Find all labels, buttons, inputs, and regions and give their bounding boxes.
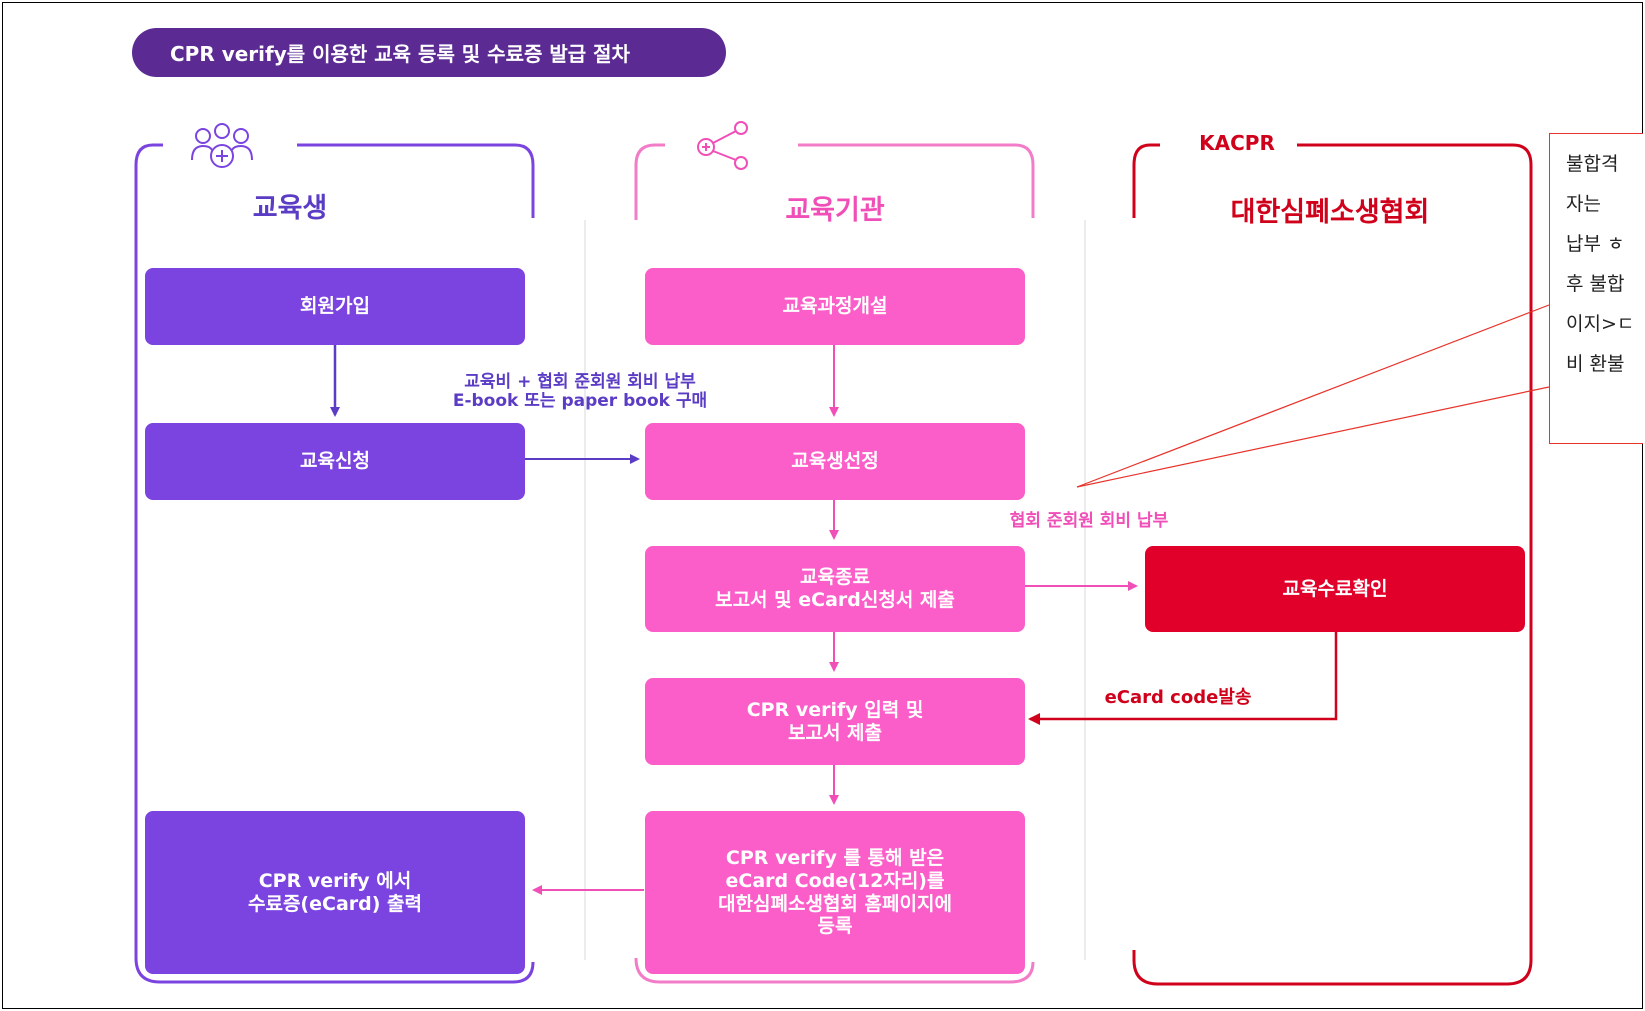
- callout-pointer: [1076, 304, 1550, 488]
- print-certificate-step: CPR verify 에서 수료증(eCard) 출력: [145, 811, 525, 974]
- open-course-step: 교육과정개설: [645, 268, 1025, 345]
- refund-callout-text: 불합격 자는 납부 ㅎ 후 불합 이지>ㄷ 비 환불: [1566, 153, 1635, 375]
- student-column-bracket: [134, 143, 535, 984]
- diagram-title: CPR verify를 이용한 교육 등록 및 수료증 발급 절차: [132, 28, 726, 77]
- association-column-bracket: [1132, 143, 1533, 986]
- report-step: 교육종료 보고서 및 eCard신청서 제출: [645, 546, 1025, 632]
- ecard-code-note: eCard code발송: [1104, 687, 1252, 708]
- refund-callout: 불합격 자는 납부 ㅎ 후 불합 이지>ㄷ 비 환불: [1549, 133, 1643, 444]
- student-column-title: 교육생: [252, 193, 328, 224]
- share-plus-icon: [697, 121, 748, 170]
- association-column-title: 대한심폐소생협회: [1230, 197, 1430, 228]
- apply-step: 교육신청: [145, 423, 525, 500]
- association-label: KACPR: [1199, 131, 1275, 155]
- user-group-plus-icon: [191, 123, 253, 168]
- register-code-step: CPR verify 를 통해 받은 eCard Code(12자리)를 대한심…: [645, 811, 1025, 974]
- fee-note: 교육비 + 협회 준회원 회비 납부 E-book 또는 paper book …: [452, 372, 708, 411]
- confirm-completion-step: 교육수료확인: [1145, 546, 1525, 632]
- institution-column-bracket: [634, 143, 1035, 984]
- member-fee-note: 협회 준회원 회비 납부: [1009, 511, 1169, 531]
- select-student-step: 교육생선정: [645, 423, 1025, 500]
- signup-step: 회원가입: [145, 268, 525, 345]
- verify-input-step: CPR verify 입력 및 보고서 제출: [645, 678, 1025, 765]
- institution-column-title: 교육기관: [785, 195, 885, 226]
